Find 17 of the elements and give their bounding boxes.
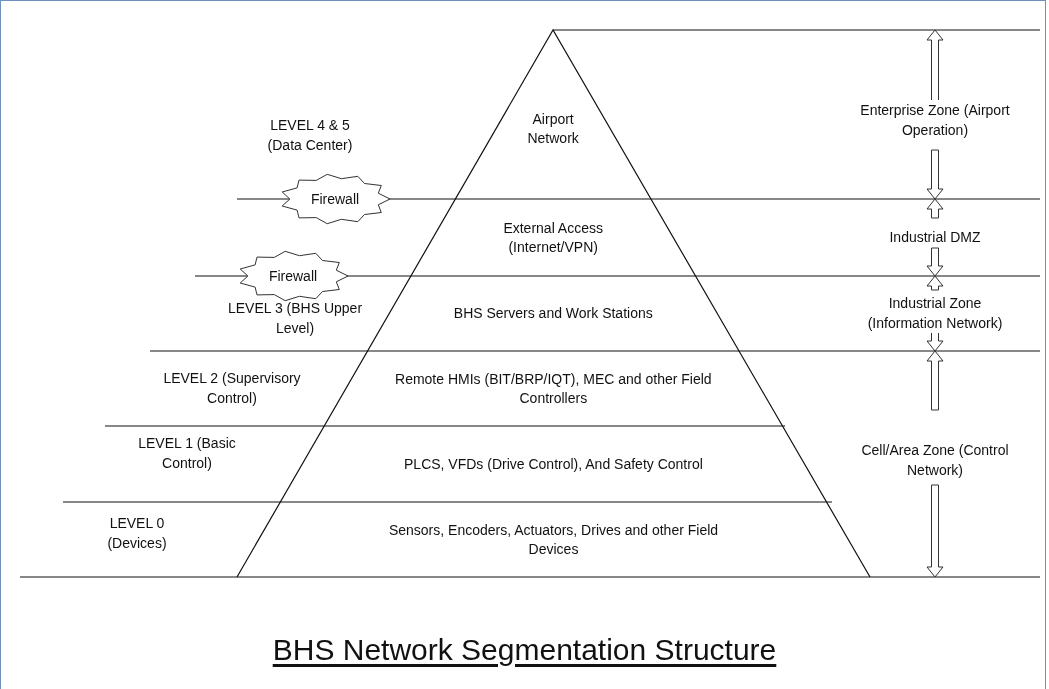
level-label: LEVEL 4 & 5 (Data Center) bbox=[266, 116, 354, 155]
level-label: LEVEL 2 (Supervisory Control) bbox=[162, 369, 302, 408]
level-label: LEVEL 1 (Basic Control) bbox=[137, 434, 237, 473]
band-text: Sensors, Encoders, Actuators, Drives and other Field Devices bbox=[387, 520, 720, 559]
firewall-shape bbox=[237, 250, 349, 302]
band-text: Remote HMIs (BIT/BRP/IQT), MEC and other Field Controllers bbox=[394, 369, 713, 408]
level-label: LEVEL 0 (Devices) bbox=[106, 514, 168, 553]
zone-label: Enterprise Zone (Airport Operation) bbox=[860, 100, 1010, 140]
firewall-shape bbox=[279, 173, 391, 225]
band-text: Airport Network bbox=[526, 110, 580, 148]
band-text: BHS Servers and Work Stations bbox=[453, 304, 653, 323]
diagram-title: BHS Network Segmentation Structure bbox=[272, 633, 777, 667]
band-text: PLCS, VFDs (Drive Control), And Safety Control bbox=[404, 454, 703, 474]
firewall-label: Firewall bbox=[310, 191, 360, 207]
level-label: LEVEL 3 (BHS Upper Level) bbox=[227, 299, 363, 338]
firewall-label: Firewall bbox=[268, 268, 318, 284]
band-text: External Access (Internet/VPN) bbox=[502, 218, 604, 257]
